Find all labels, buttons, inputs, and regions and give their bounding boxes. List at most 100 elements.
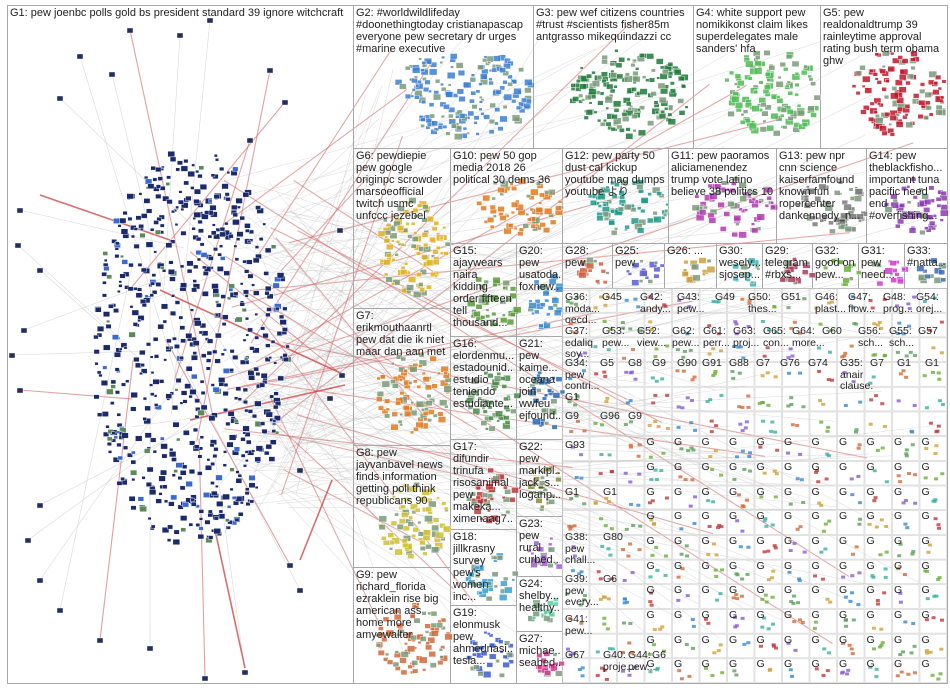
node (138, 263, 142, 266)
node (151, 166, 156, 170)
node (183, 400, 188, 404)
node (746, 546, 750, 549)
node (199, 331, 203, 334)
node (234, 419, 238, 423)
node (275, 307, 279, 310)
node (159, 379, 164, 383)
node (187, 269, 192, 273)
node (690, 399, 694, 402)
small-group-label: G63: proj... (733, 326, 767, 360)
node (269, 356, 272, 358)
node (905, 526, 909, 529)
small-group-label: G51 (781, 292, 815, 326)
node (742, 468, 746, 471)
tiny-group-tag: G (729, 659, 741, 671)
tiny-group-tag: G (894, 610, 906, 622)
node (680, 553, 684, 556)
node (221, 295, 226, 299)
node (651, 401, 655, 404)
node (579, 477, 583, 480)
node (625, 528, 629, 531)
node (791, 602, 795, 605)
group-label-g16: G16: elordenmu... estadounid... estudio … (453, 338, 514, 437)
node (933, 452, 937, 455)
node (186, 366, 192, 371)
node (220, 227, 225, 231)
node (112, 432, 115, 435)
node (201, 252, 207, 257)
node (94, 395, 99, 399)
node (180, 283, 186, 288)
node (774, 647, 778, 650)
small-group-label: G43: pew... (677, 292, 711, 326)
node (156, 499, 162, 504)
node (714, 449, 718, 452)
node (240, 302, 245, 306)
node (691, 618, 695, 621)
node (147, 467, 153, 472)
node (775, 472, 779, 475)
node (169, 451, 176, 456)
group-label-g10: G10: pew 50 gop media 2018 26 political … (453, 150, 560, 241)
node (196, 523, 200, 526)
node (184, 181, 189, 185)
node (247, 328, 252, 332)
node (690, 478, 694, 481)
node (271, 340, 275, 343)
node (273, 420, 276, 423)
node (248, 274, 254, 278)
small-group-label: G67 (565, 650, 599, 684)
tiny-group-tag: G (922, 536, 934, 548)
node (604, 400, 608, 403)
tiny-group-tag: G (674, 585, 686, 597)
node (171, 294, 174, 297)
tiny-group-tag: G (674, 536, 686, 548)
node (653, 628, 657, 631)
node (243, 192, 249, 197)
node (169, 448, 173, 451)
node (925, 406, 929, 409)
node (155, 167, 161, 172)
tiny-group-tag: G (757, 659, 769, 671)
node (205, 520, 210, 524)
node (773, 470, 777, 473)
node (844, 625, 848, 628)
small-group-label: G61: perr... (703, 326, 737, 360)
node (117, 443, 122, 447)
node (235, 258, 239, 261)
tiny-group-tag: G (702, 462, 714, 474)
node (263, 223, 266, 226)
node (774, 495, 778, 498)
node (934, 477, 938, 480)
node (184, 159, 188, 163)
node (789, 503, 793, 506)
node (119, 281, 122, 283)
node (710, 430, 714, 433)
node (208, 256, 213, 260)
small-group-label: G49 (715, 292, 749, 326)
node (571, 569, 575, 572)
group-label-g14: G14: pew theblackfisho... important tuna… (869, 150, 945, 241)
tiny-group-tag: G (812, 511, 824, 523)
node (208, 536, 213, 540)
node (230, 488, 233, 491)
node (244, 223, 250, 228)
node (154, 403, 158, 406)
node (798, 453, 802, 456)
node (790, 675, 794, 678)
node (825, 453, 829, 456)
node (241, 454, 245, 457)
node (629, 399, 633, 402)
node (255, 457, 261, 462)
node (741, 617, 745, 620)
tiny-group-tag: G (784, 487, 796, 499)
node (182, 465, 187, 469)
node (191, 288, 196, 292)
node (246, 260, 252, 265)
node (772, 643, 776, 646)
node (237, 232, 244, 237)
node (214, 154, 217, 157)
group-label-g3: G3: pew wef citizens countries #trust #s… (536, 7, 691, 146)
node (57, 608, 63, 613)
node (131, 392, 138, 397)
